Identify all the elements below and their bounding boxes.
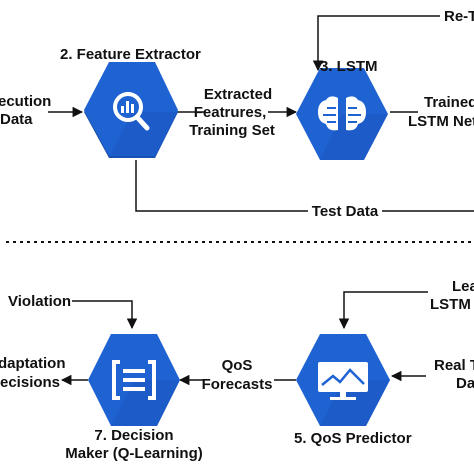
lstm-title: 3. LSTM	[320, 58, 378, 75]
test-data-label: Test Data	[312, 203, 379, 220]
qos-forecasts-label-2: Forecasts	[202, 376, 273, 393]
adaptation-label-2: ecisions	[0, 374, 60, 391]
node-qos-predictor	[296, 334, 390, 426]
arrow-violation	[72, 300, 138, 330]
trained-label-2: LSTM Net	[408, 113, 474, 130]
arrow-learned-lstm-in	[338, 291, 428, 330]
learned-label-1: Lea	[452, 278, 474, 295]
monitor-chart-icon	[318, 362, 368, 400]
node-feature-extractor	[84, 62, 178, 158]
execution-data-label-1: ecution	[0, 93, 51, 110]
adaptation-label-1: daptation	[0, 355, 66, 372]
real-time-label-1: Real T	[434, 357, 474, 374]
violation-label: Violation	[8, 293, 71, 310]
arrow-retrain-feedback	[312, 15, 440, 72]
extracted-label-2: Featrures,	[194, 104, 267, 121]
qos-predictor-title: 5. QoS Predictor	[294, 430, 412, 447]
arrow-test-data	[135, 160, 474, 212]
qos-forecasts-label-1: QoS	[222, 357, 253, 374]
execution-data-label-2: Data	[0, 111, 33, 128]
extracted-label-1: Extracted	[204, 86, 272, 103]
decision-maker-title-1: 7. Decision	[94, 427, 173, 444]
real-time-label-2: Da	[456, 375, 474, 392]
magnifier-bar-chart-icon	[113, 92, 150, 131]
feature-extractor-title: 2. Feature Extractor	[60, 46, 201, 63]
extracted-label-3: Training Set	[189, 122, 275, 139]
node-decision-maker	[88, 334, 180, 426]
retrain-label: Re-T	[444, 8, 474, 25]
decision-maker-title-2: Maker (Q-Learning)	[65, 445, 203, 462]
bracket-list-icon	[112, 360, 156, 400]
brain-chip-icon	[318, 96, 366, 131]
node-lstm	[296, 68, 388, 160]
trained-label-1: Trained	[424, 94, 474, 111]
learned-label-2: LSTM N	[430, 296, 474, 313]
